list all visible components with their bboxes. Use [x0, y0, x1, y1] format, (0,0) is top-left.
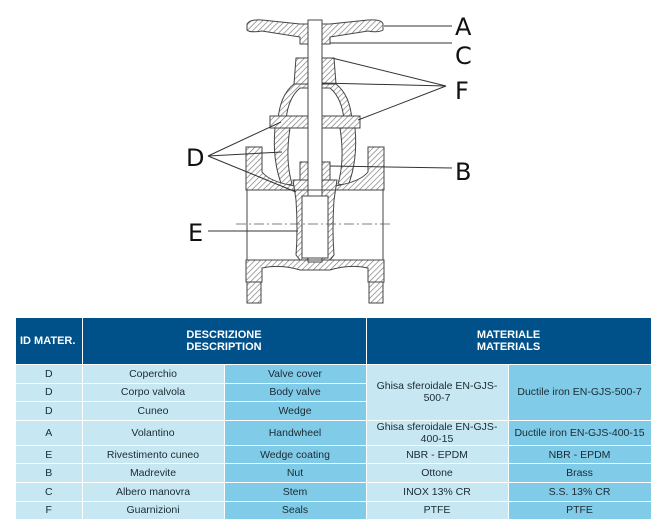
cell-mat-it: Ghisa sferoidale EN-GJS-500-7 [366, 364, 509, 421]
cell-mat-en: Ductile iron EN-GJS-500-7 [508, 364, 652, 421]
cell-id: E [16, 444, 83, 464]
cell-desc-en: Valve cover [224, 364, 367, 384]
cell-desc-it: Madrevite [82, 463, 225, 483]
header-materials-en: MATERIALS [476, 341, 541, 353]
table-row: D Corpo valvola Body valve [16, 382, 651, 402]
cell-desc-it: Albero manovra [82, 481, 225, 502]
cell-desc-en: Handwheel [224, 419, 367, 446]
cell-desc-it: Guarnizioni [82, 500, 225, 519]
cell-id: A [16, 419, 83, 446]
table-row: E Rivestimento cuneo Wedge coating NBR -… [16, 444, 652, 464]
table-row: C Albero manovra Stem INOX 13% CR S.S. 1… [16, 481, 652, 502]
gate-valve-diagram: A C F B D E [186, 13, 472, 304]
header-description-it: DESCRIZIONE [186, 329, 262, 341]
label-e: E [188, 219, 203, 247]
cell-id: D [16, 382, 83, 402]
label-b: B [455, 158, 471, 186]
table-row: F Guarnizioni Seals PTFE PTFE [16, 500, 652, 519]
cell-id: F [16, 500, 83, 519]
header-materials-it: MATERIALE [476, 329, 541, 341]
table-row: B Madrevite Nut Ottone Brass [16, 463, 652, 483]
label-a: A [455, 13, 472, 41]
cell-mat-it: NBR - EPDM [366, 444, 509, 464]
cell-mat-it: PTFE [366, 500, 509, 519]
cell-desc-it: Rivestimento cuneo [82, 444, 225, 464]
cell-mat-en: Brass [508, 463, 652, 483]
cell-desc-en: Stem [224, 481, 367, 502]
cell-mat-en: NBR - EPDM [508, 444, 652, 464]
cell-desc-en: Seals [224, 500, 367, 519]
cell-desc-en: Wedge [224, 401, 367, 421]
table-row: A Volantino Handwheel Ghisa sferoidale E… [16, 419, 652, 446]
table-row: D Cuneo Wedge [16, 401, 651, 421]
header-id: ID MATER. [16, 318, 83, 365]
cell-mat-it: INOX 13% CR [366, 481, 509, 502]
cell-mat-en: S.S. 13% CR [508, 481, 652, 502]
cell-id: C [16, 481, 83, 502]
cell-mat-en: PTFE [508, 500, 652, 519]
cell-desc-it: Coperchio [82, 364, 225, 384]
cell-desc-en: Nut [224, 463, 367, 483]
cell-id: D [16, 401, 83, 421]
label-f: F [455, 77, 469, 105]
label-d: D [186, 144, 204, 172]
cell-id: D [16, 364, 83, 384]
table-row: D Coperchio Valve cover Ghisa sferoidale… [16, 364, 652, 421]
label-c: C [455, 42, 472, 70]
cell-desc-it: Cuneo [82, 401, 225, 421]
cell-mat-it: Ottone [366, 463, 509, 483]
cell-desc-it: Corpo valvola [82, 382, 225, 402]
header-description-en: DESCRIPTION [186, 341, 262, 353]
cell-mat-it: Ghisa sferoidale EN-GJS-400-15 [366, 419, 509, 446]
cell-desc-en: Body valve [224, 382, 367, 402]
cell-desc-en: Wedge coating [224, 444, 367, 464]
valve-body-neck [273, 127, 293, 187]
cell-mat-en: Ductile iron EN-GJS-400-15 [508, 419, 652, 446]
cell-desc-it: Volantino [82, 419, 225, 446]
cell-id: B [16, 463, 83, 483]
leader-lines [207, 25, 453, 232]
